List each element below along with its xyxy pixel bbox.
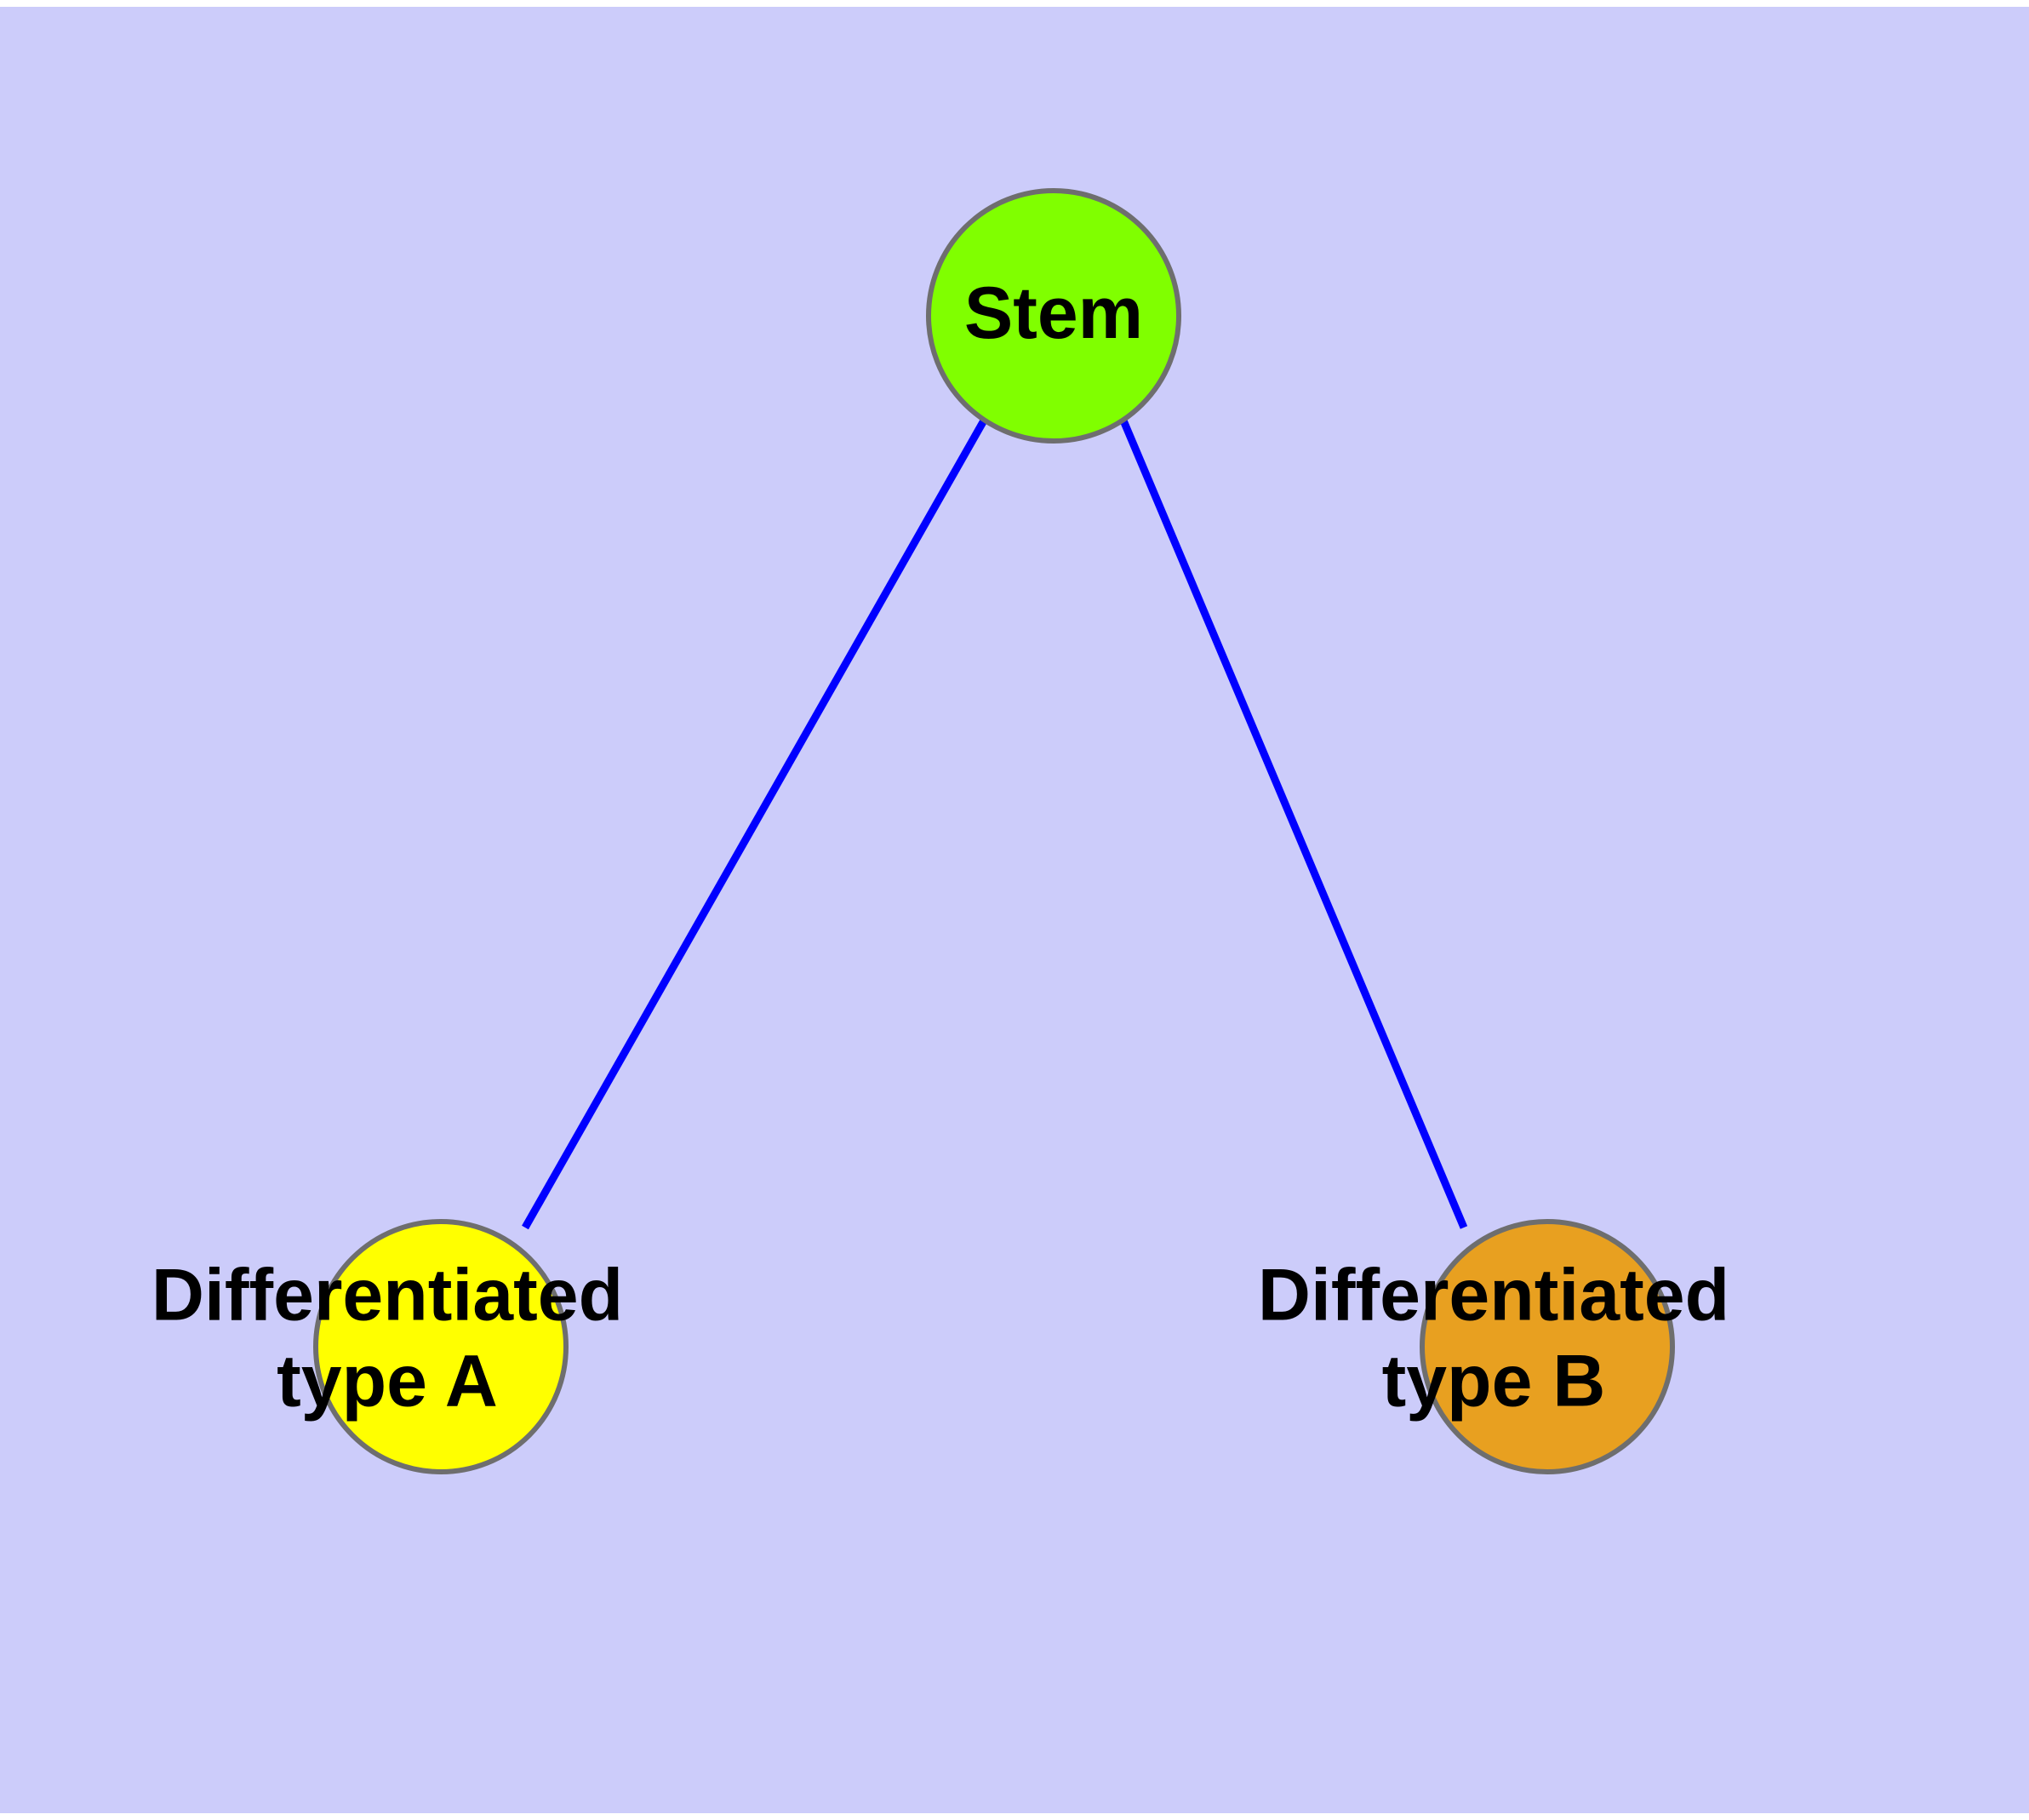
nodes-layer xyxy=(313,188,1675,1474)
graph-node-diff_a[interactable] xyxy=(313,1219,569,1474)
graph-node-label-stem: Stem xyxy=(964,272,1143,354)
node-label-line: type A xyxy=(277,1340,498,1422)
edges-layer xyxy=(522,418,1468,1230)
node-label-line: Differentiated xyxy=(1258,1254,1729,1336)
node-label-line: Stem xyxy=(964,272,1143,354)
graph-edge[interactable] xyxy=(522,418,987,1230)
graph-edge[interactable] xyxy=(1119,419,1468,1229)
graph-node-diff_b[interactable] xyxy=(1420,1219,1675,1474)
node-label-line: type B xyxy=(1382,1340,1606,1422)
graph-node-stem[interactable] xyxy=(926,188,1181,444)
node-label-line: Differentiated xyxy=(151,1254,623,1336)
